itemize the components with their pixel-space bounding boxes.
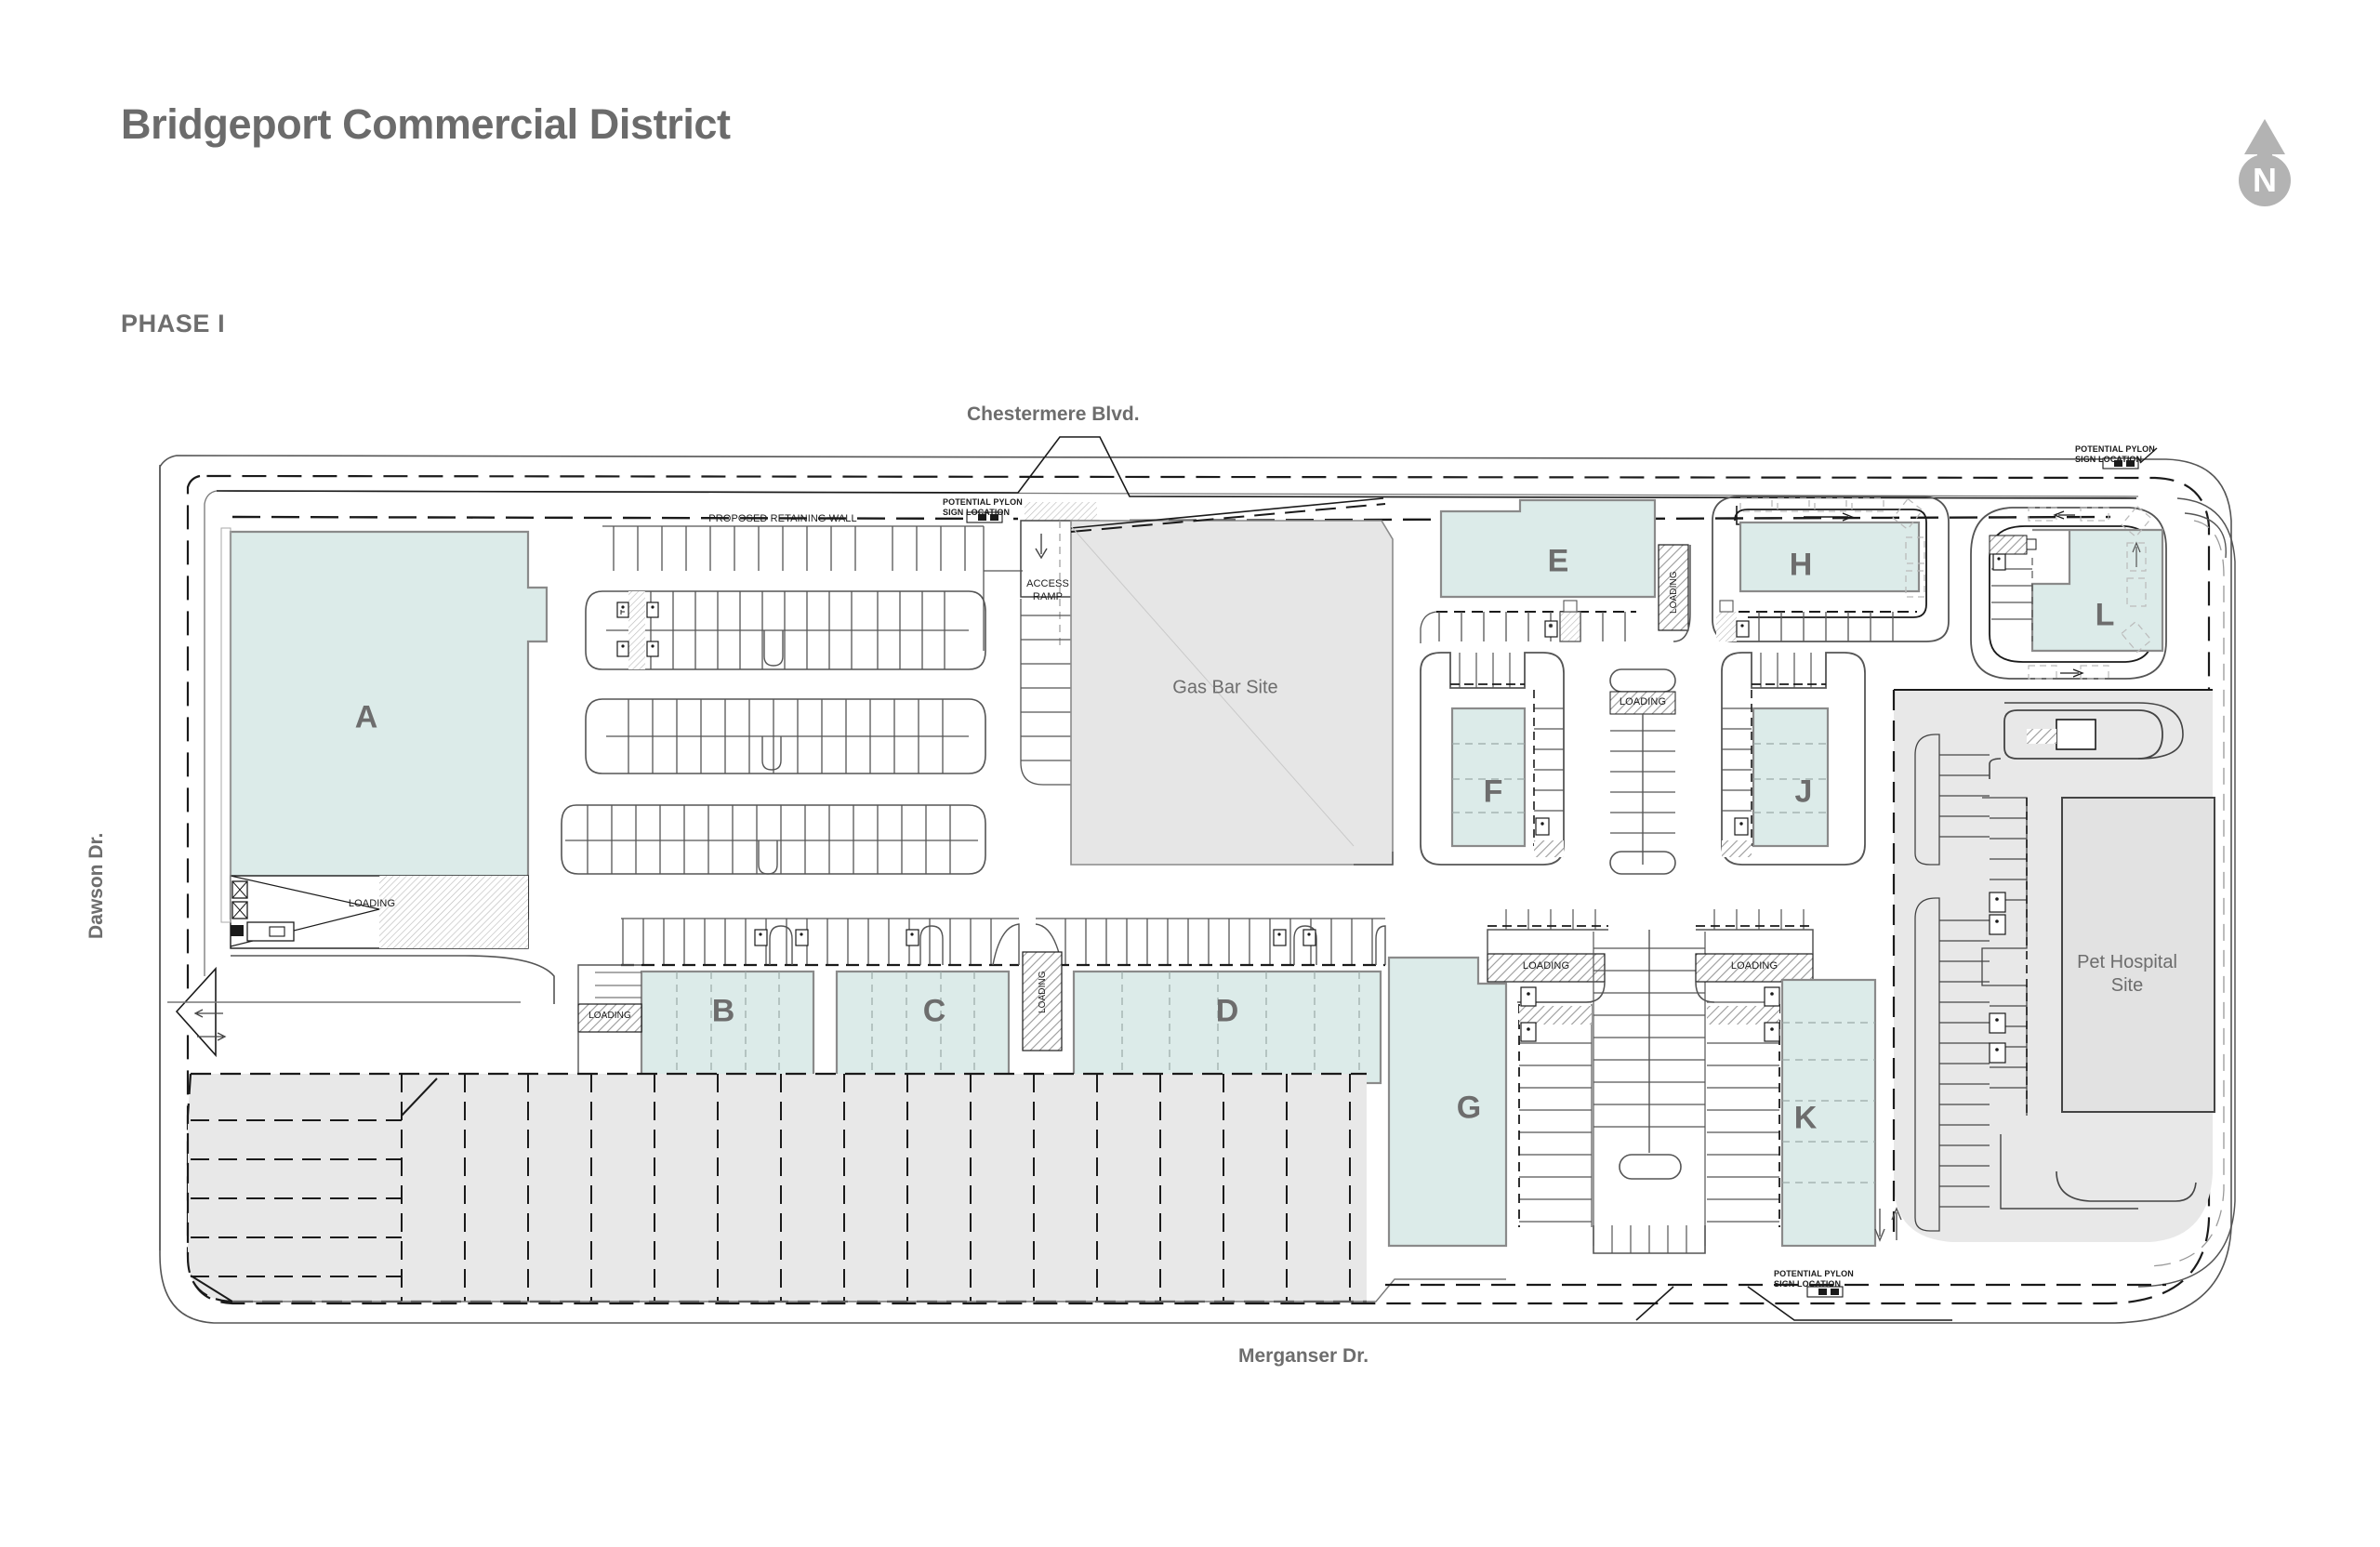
north-arrow-label: N	[2253, 161, 2277, 199]
west-access-arrows	[193, 1009, 227, 1041]
south-east-access-arrows	[1874, 1207, 1902, 1242]
center-aisle-gk	[1593, 930, 1706, 1254]
parking-e	[1420, 600, 1636, 643]
parking-row-3	[585, 698, 986, 774]
building-f-site	[1420, 652, 1565, 866]
future-phase-lots	[186, 1072, 1367, 1303]
loading-dock-cd	[1022, 951, 1063, 1051]
north-curb-dashed	[231, 515, 1019, 521]
street-label-chestermere-blvd: Chestermere Blvd.	[967, 403, 1140, 425]
property-line	[186, 474, 2211, 1305]
building-b-footprint	[640, 970, 815, 1085]
building-a-loading-dock	[230, 875, 529, 949]
building-b-loading-dock	[577, 964, 642, 1079]
page-title: Bridgeport Commercial District	[121, 100, 731, 148]
building-g-loading-area	[1487, 909, 1608, 1003]
pet-hospital-parcel	[1892, 689, 2215, 1242]
building-e-footprint	[1439, 498, 1657, 599]
building-e-loading	[1658, 544, 1691, 642]
parking-row-1	[602, 525, 985, 651]
pylon-sign-glyph-s	[1806, 1286, 1844, 1298]
dawson-dr-access	[175, 966, 217, 1058]
center-aisle-fj	[1609, 668, 1676, 875]
building-a-footprint	[229, 530, 549, 920]
gas-bar-site-parcel	[1070, 520, 1394, 866]
building-k-loading-area	[1695, 909, 1814, 1003]
parking-row-4	[561, 804, 986, 875]
pylon-sign-glyph-ne	[2102, 457, 2139, 469]
parking-band-bcd	[621, 918, 1386, 967]
building-g-footprint	[1387, 956, 1508, 1248]
building-k-footprint	[1780, 978, 1877, 1248]
building-j-site	[1721, 652, 1866, 866]
phase-label: PHASE I	[121, 310, 226, 337]
parking-strip-k-west	[1707, 1001, 1780, 1227]
north-arrow-icon: N	[2239, 119, 2291, 206]
north-access-crosswalk	[1025, 502, 1097, 521]
chestermere-blvd-edge	[216, 436, 2137, 499]
accessible-stall-icon	[616, 602, 659, 657]
street-label-merganser-dr: Merganser Dr.	[1238, 1345, 1369, 1367]
building-c-footprint	[835, 970, 1011, 1085]
building-d-footprint	[1072, 970, 1382, 1085]
street-label-dawson-dr: Dawson Dr.	[86, 832, 107, 939]
accessible-stall-icons-bcd	[754, 929, 1316, 946]
building-l-site	[1970, 505, 2167, 680]
pylon-sign-glyph-nw	[966, 511, 1003, 523]
parking-row-2	[585, 590, 986, 670]
building-h-site	[1712, 496, 1950, 642]
